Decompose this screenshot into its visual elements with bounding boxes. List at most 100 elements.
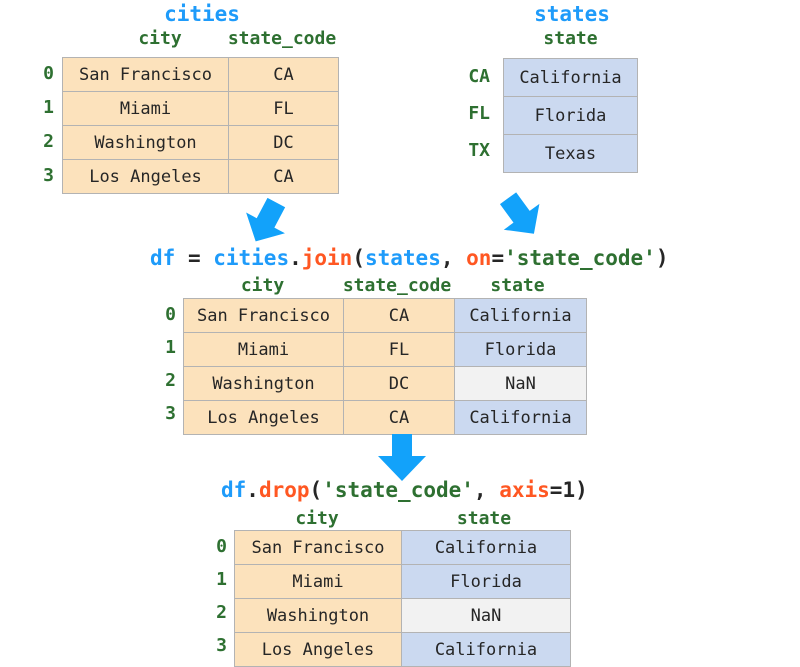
- arrow-states-to-join: [483, 188, 559, 244]
- join-code-line: df = cities.join(states, on='state_code'…: [150, 246, 668, 270]
- cell-state: Texas: [503, 134, 638, 173]
- states-index-column: CA FL TX: [450, 58, 490, 169]
- cell-state-code: CA: [343, 400, 455, 435]
- table-row: Washington NaN: [234, 598, 571, 633]
- joined-column-header-city: city: [240, 275, 285, 296]
- code-token-dot: .: [289, 246, 302, 270]
- cell-state-code: CA: [228, 57, 339, 92]
- result-column-header-state: state: [456, 508, 512, 529]
- cell-city: Miami: [234, 564, 402, 599]
- table-row: Florida: [503, 96, 638, 135]
- code-token-axis-kwarg: axis: [499, 478, 550, 502]
- cities-index-3: 3: [43, 165, 54, 186]
- code-token-open-paren: (: [352, 246, 365, 270]
- cell-city: Los Angeles: [62, 159, 229, 194]
- joined-index-3: 3: [165, 403, 176, 424]
- arrow-down-left-icon: [499, 192, 540, 234]
- cell-state-nan: NaN: [401, 598, 571, 633]
- table-row: Los Angeles CA California: [183, 400, 587, 435]
- joined-table: San Francisco CA California Miami FL Flo…: [183, 298, 587, 435]
- code-token-axis-value: 1: [562, 478, 576, 502]
- arrow-join-to-drop: [370, 434, 434, 482]
- cell-city: Washington: [183, 366, 344, 401]
- table-row: San Francisco CA: [62, 57, 339, 92]
- cities-dataframe-title: cities: [164, 2, 240, 26]
- table-row: San Francisco California: [234, 530, 571, 565]
- code-token-cities: cities: [213, 246, 290, 270]
- table-row: Miami Florida: [234, 564, 571, 599]
- table-row: San Francisco CA California: [183, 298, 587, 333]
- cities-index-1: 1: [43, 97, 54, 118]
- code-token-comma: ,: [473, 478, 500, 502]
- states-dataframe-title: states: [534, 2, 610, 26]
- cell-state-nan: NaN: [454, 366, 587, 401]
- code-token-kw-equals: =: [549, 478, 563, 502]
- cell-city: Los Angeles: [234, 632, 402, 667]
- cell-state-code: DC: [343, 366, 455, 401]
- result-index-1: 1: [216, 569, 227, 590]
- cell-state: California: [503, 58, 638, 97]
- cities-index-2: 2: [43, 131, 54, 152]
- cities-index-0: 0: [43, 63, 54, 84]
- cell-state-code: DC: [228, 125, 339, 160]
- code-token-drop: drop: [258, 478, 310, 502]
- cell-state-code: FL: [228, 91, 339, 126]
- table-row: Los Angeles California: [234, 632, 571, 667]
- states-table: California Florida Texas: [503, 58, 638, 173]
- code-token-state-code-string: 'state_code': [322, 478, 474, 502]
- code-token-kw-equals: =: [491, 246, 505, 270]
- cell-city: Miami: [183, 332, 344, 367]
- code-token-state-code-string: 'state_code': [504, 246, 656, 270]
- cell-state: California: [454, 298, 587, 333]
- cell-state: California: [454, 400, 587, 435]
- cell-state: California: [401, 632, 571, 667]
- code-token-dot: .: [246, 478, 259, 502]
- cell-state: Florida: [454, 332, 587, 367]
- code-token-df: df: [150, 246, 176, 270]
- table-row: Washington DC NaN: [183, 366, 587, 401]
- result-index-0: 0: [216, 536, 227, 557]
- cell-state: Florida: [503, 96, 638, 135]
- joined-column-header-state-code: state_code: [342, 275, 452, 296]
- drop-code-line: df.drop('state_code', axis=1): [221, 478, 588, 502]
- table-row: California: [503, 58, 638, 97]
- cell-city: Washington: [62, 125, 229, 160]
- cell-city: Washington: [234, 598, 402, 633]
- table-row: Washington DC: [62, 125, 339, 160]
- joined-index-1: 1: [165, 337, 176, 358]
- joined-column-header-state: state: [490, 275, 545, 296]
- joined-index-column: 0 1 2 3: [142, 298, 176, 430]
- arrow-cities-to-join: [228, 196, 304, 248]
- states-index-tx: TX: [468, 140, 490, 161]
- cell-city: San Francisco: [62, 57, 229, 92]
- states-index-ca: CA: [468, 66, 490, 87]
- code-token-on-kwarg: on: [466, 246, 492, 270]
- code-token-close-paren: ): [575, 478, 588, 502]
- table-row: Miami FL Florida: [183, 332, 587, 367]
- cities-column-header-city: city: [138, 28, 182, 49]
- table-row: Miami FL: [62, 91, 339, 126]
- code-token-df: df: [221, 478, 247, 502]
- code-token-close-paren: ): [655, 246, 669, 270]
- cell-state-code: CA: [228, 159, 339, 194]
- cities-table: San Francisco CA Miami FL Washington DC …: [62, 57, 339, 194]
- table-row: Texas: [503, 134, 638, 173]
- code-token-open-paren: (: [309, 478, 323, 502]
- result-index-column: 0 1 2 3: [193, 530, 227, 662]
- joined-index-2: 2: [165, 370, 176, 391]
- code-token-join: join: [301, 246, 353, 270]
- cell-state-code: FL: [343, 332, 455, 367]
- table-row: Los Angeles CA: [62, 159, 339, 194]
- cell-state-code: CA: [343, 298, 455, 333]
- result-column-header-city: city: [295, 508, 339, 529]
- code-token-states: states: [364, 246, 441, 270]
- cities-column-header-state-code: state_code: [227, 28, 337, 49]
- result-index-2: 2: [216, 602, 227, 623]
- cell-city: San Francisco: [183, 298, 344, 333]
- states-column-header-state: state: [543, 28, 598, 49]
- cell-state: Florida: [401, 564, 571, 599]
- arrow-down-icon: [378, 434, 426, 481]
- cell-city: Los Angeles: [183, 400, 344, 435]
- code-token-comma: ,: [440, 246, 467, 270]
- code-token-equals: =: [175, 246, 214, 270]
